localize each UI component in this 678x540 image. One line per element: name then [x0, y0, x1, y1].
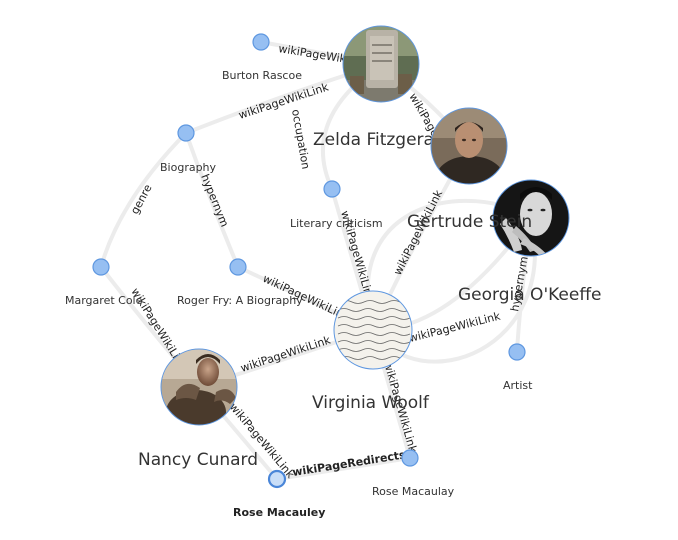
- node-label-virginia-woolf: Virginia Woolf: [312, 393, 430, 413]
- node-label-rose-macaulay: Rose Macaulay: [372, 485, 455, 498]
- node-zelda-fitzgerald[interactable]: [342, 25, 420, 103]
- node-biography[interactable]: [177, 124, 195, 142]
- node-label-rose-macauley-selected: Rose Macauley: [233, 506, 325, 519]
- node-artist[interactable]: [508, 343, 526, 361]
- node-literary-criticism[interactable]: [323, 180, 341, 198]
- edge-biography-roger[interactable]: [184, 131, 240, 269]
- edge-label-virginia-georgia: wikiPageWikiLink: [408, 309, 503, 344]
- edge-label-biography-zelda: wikiPageWikiLink: [237, 80, 331, 122]
- node-label-margaret-cole: Margaret Cole: [65, 294, 143, 307]
- georgia-photo: [493, 180, 569, 256]
- node-rose-macaulay[interactable]: [401, 449, 419, 467]
- node-label-georgia-okeeffe: Georgia O'Keeffe: [458, 285, 602, 305]
- node-label-roger-fry: Roger Fry: A Biography: [177, 294, 303, 307]
- node-label-burton-rascoe: Burton Rascoe: [222, 69, 302, 82]
- node-label-literary-criticism: Literary criticism: [290, 217, 383, 230]
- edge-label-virginia-gertrude: wikiPageWikiLink: [391, 187, 445, 277]
- edge-biography-margaret[interactable]: [99, 131, 188, 269]
- node-label-biography: Biography: [160, 161, 217, 174]
- gertrude-photo: [431, 108, 507, 184]
- virginia-letter-image: [334, 291, 412, 369]
- node-label-zelda-fitzgerald: Zelda Fitzgerald: [313, 130, 449, 150]
- node-roger-fry[interactable]: [229, 258, 247, 276]
- edge-selected-rosemacaulay[interactable]: [275, 456, 412, 481]
- edge-label-zelda-literary: occupation: [289, 108, 312, 170]
- node-label-gertrude-stein: Gertrude Stein: [407, 212, 532, 232]
- zelda-photo: [343, 26, 419, 102]
- node-label-nancy-cunard: Nancy Cunard: [138, 450, 258, 470]
- edge-label-selected-rosemacaulay: wikiPageRedirects: [291, 448, 406, 479]
- node-virginia-woolf[interactable]: [333, 290, 413, 370]
- node-margaret-cole[interactable]: [92, 258, 110, 276]
- edge-label-biography-roger: hypernym: [198, 172, 231, 229]
- node-label-artist: Artist: [503, 379, 533, 392]
- node-georgia-okeeffe[interactable]: [492, 179, 570, 257]
- edge-label-nancy-virginia: wikiPageWikiLink: [239, 333, 333, 375]
- node-rose-macauley-selected[interactable]: [267, 469, 287, 489]
- node-burton-rascoe[interactable]: [252, 33, 270, 51]
- node-gertrude-stein[interactable]: [430, 107, 508, 200]
